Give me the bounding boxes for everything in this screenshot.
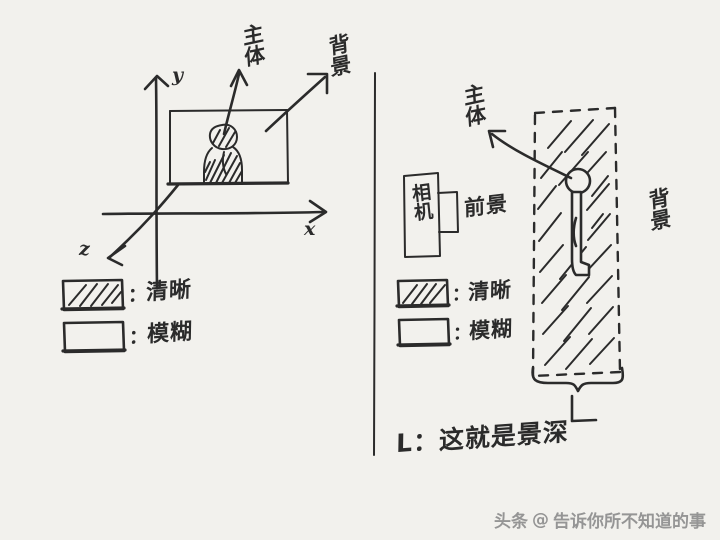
subject-label-left: 主体 (239, 21, 267, 69)
x-axis-line (101, 210, 326, 216)
foreground-label: 前景 (463, 191, 509, 221)
watermark-account: 告诉你所不知道的事 (553, 512, 706, 532)
y-axis-label: y (172, 64, 184, 86)
legend-left-blurry-label: 模糊 (146, 319, 194, 348)
y-axis-arrowhead (143, 74, 170, 91)
z-axis-line (108, 183, 180, 259)
panel-divider (373, 72, 376, 456)
legend-left-sharp-label: 清晰 (145, 277, 193, 306)
x-axis-arrowhead (308, 199, 328, 224)
z-axis-label: z (79, 238, 90, 260)
legend-left-swatch-blurry (61, 320, 127, 354)
background-label-right: 背景 (645, 185, 673, 233)
background-arrow-left (264, 72, 329, 133)
subject-arrow-right (487, 129, 573, 180)
subject-silhouette-left (203, 123, 243, 185)
legend-right-swatch-sharp (395, 278, 451, 309)
x-axis-label: x (304, 218, 316, 240)
subject-arrow-left (222, 68, 249, 136)
watermark-at-icon: @ (532, 509, 549, 530)
z-axis-arrowhead (106, 244, 127, 267)
legend-left-swatch-sharp (60, 278, 126, 312)
legend-right-swatch-blurry (396, 317, 452, 348)
background-label-left: 背景 (325, 31, 353, 79)
axis-group (101, 74, 328, 290)
subject-stickfigure-right (564, 167, 592, 277)
y-axis-line (154, 76, 159, 290)
depth-brace (531, 366, 625, 423)
camera-label: 相机 (408, 181, 434, 223)
watermark: 头条 @ 告诉你所不知道的事 (494, 507, 706, 533)
background-region-dashed (531, 106, 622, 378)
legend-right-sharp-label: 清晰 (467, 277, 513, 305)
subject-label-right: 主体 (460, 81, 488, 129)
legend-right-blurry-label: 模糊 (468, 316, 514, 344)
watermark-platform: 头条 (494, 512, 528, 532)
camera-box (403, 172, 459, 258)
